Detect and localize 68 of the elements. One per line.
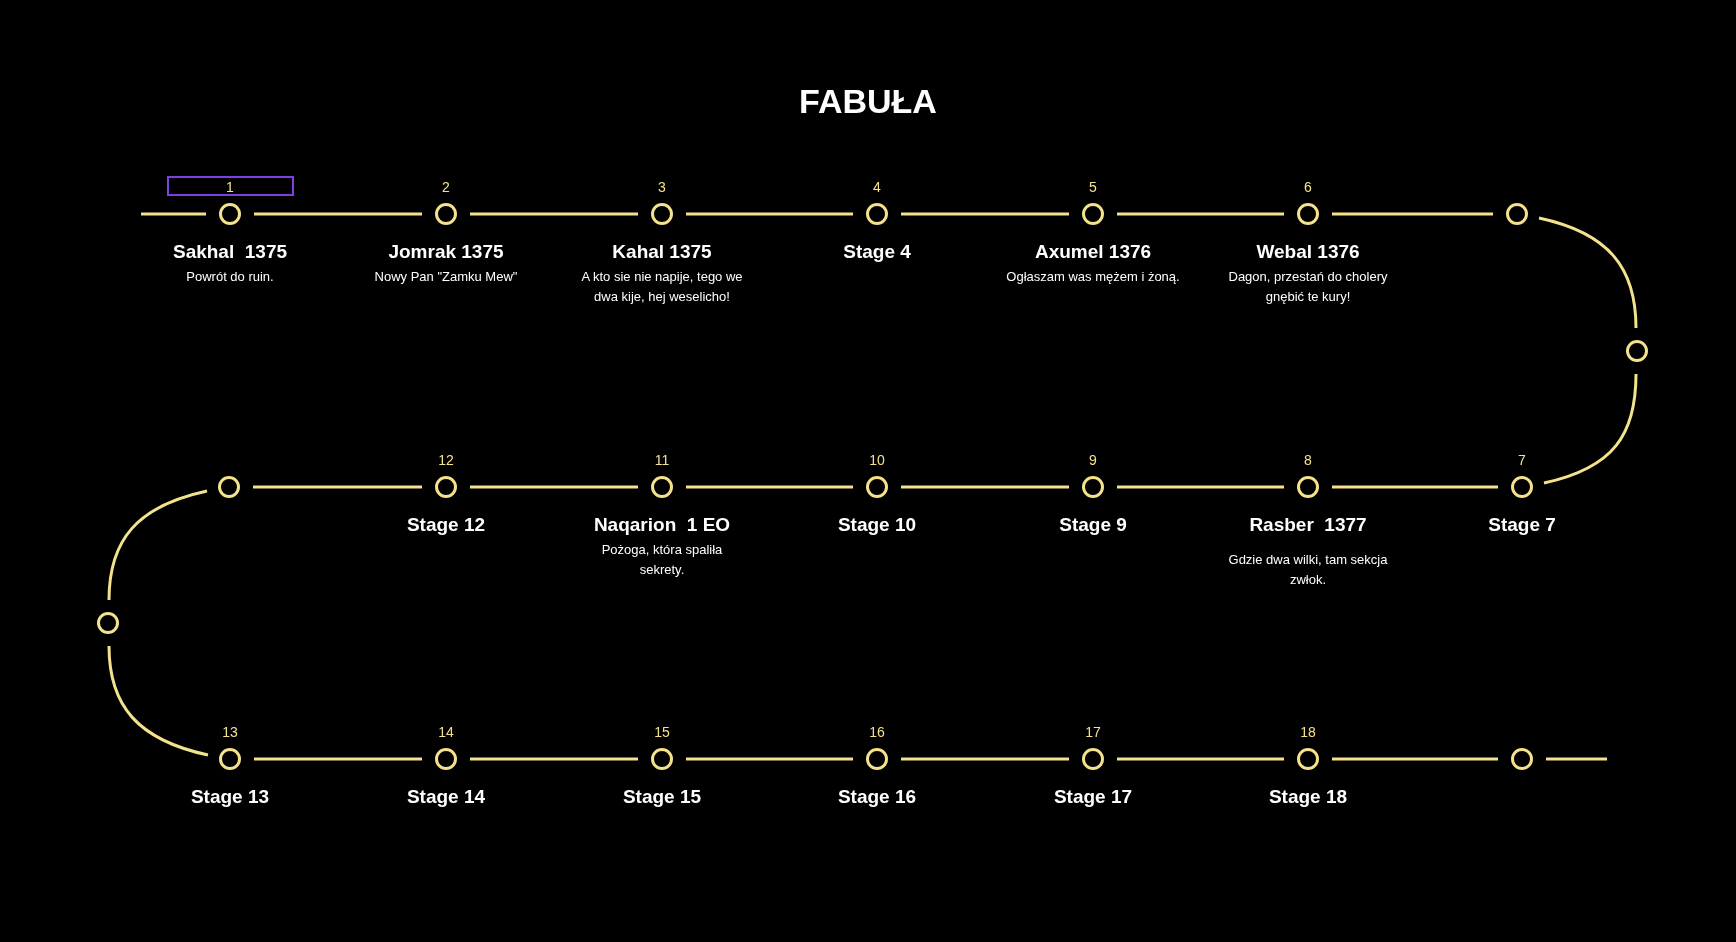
stage-title: Stage 10 bbox=[837, 514, 917, 536]
stage-title: Sakhal 1375 bbox=[172, 241, 288, 263]
connector-line bbox=[1546, 757, 1607, 761]
stage-description: Powrót do ruin. bbox=[185, 268, 275, 286]
stage-number: 6 bbox=[1304, 179, 1312, 195]
connector-line bbox=[470, 212, 638, 216]
stage-title: Webal 1376 bbox=[1256, 241, 1360, 263]
connector-line bbox=[1332, 485, 1498, 489]
stage-title: Axumel 1376 bbox=[1034, 241, 1152, 263]
stage-description: Gdzie dwa wilki, tam sekcja zwłok. bbox=[1227, 551, 1389, 589]
connector-line bbox=[253, 485, 422, 489]
stage-number: 18 bbox=[1300, 724, 1316, 740]
connector-line bbox=[686, 757, 853, 761]
stage-number: 14 bbox=[438, 724, 454, 740]
stage-title: Stage 9 bbox=[1059, 514, 1127, 536]
connector-line bbox=[254, 757, 422, 761]
stage-number: 12 bbox=[438, 452, 454, 468]
stage-description: Dagon, przestań do cholery gnębić te kury! bbox=[1227, 268, 1389, 306]
stage-title: Stage 7 bbox=[1488, 514, 1556, 536]
stage-number: 5 bbox=[1089, 179, 1097, 195]
connector-line bbox=[901, 212, 1069, 216]
connector-line bbox=[141, 212, 206, 216]
stage-number: 15 bbox=[654, 724, 670, 740]
stage-title: Stage 16 bbox=[837, 786, 917, 808]
connector-line bbox=[470, 757, 638, 761]
stage-description: A kto sie nie napije, tego we dwa kije, hej weselicho! bbox=[580, 268, 744, 306]
connector-line bbox=[1332, 757, 1498, 761]
connector-line bbox=[686, 485, 853, 489]
stage-title: Rasber 1377 bbox=[1249, 514, 1367, 536]
stage-number: 3 bbox=[658, 179, 666, 195]
stage-number: 9 bbox=[1089, 452, 1097, 468]
stage-title: Stage 14 bbox=[406, 786, 486, 808]
connector-line bbox=[1538, 216, 1638, 329]
stage-number: 17 bbox=[1085, 724, 1101, 740]
connector-line bbox=[686, 212, 853, 216]
connector-line bbox=[1117, 757, 1284, 761]
stage-title: Stage 15 bbox=[622, 786, 702, 808]
stage-number: 4 bbox=[873, 179, 881, 195]
stage-title: Stage 12 bbox=[406, 514, 486, 536]
connector-line bbox=[1117, 485, 1284, 489]
stage-title: Stage 18 bbox=[1268, 786, 1348, 808]
stage-title: Jomrak 1375 bbox=[388, 241, 504, 263]
stage-title: Stage 4 bbox=[843, 241, 911, 263]
stage-description: Pożoga, która spaliła sekrety. bbox=[600, 541, 724, 579]
diagram-title: FABUŁA bbox=[799, 82, 937, 120]
stage-description: Nowy Pan "Zamku Mew" bbox=[373, 268, 519, 286]
connector-line bbox=[107, 489, 208, 601]
stage-number: 2 bbox=[442, 179, 450, 195]
stage-number: 7 bbox=[1518, 452, 1526, 468]
stage-number: 16 bbox=[869, 724, 885, 740]
stage-number: 13 bbox=[222, 724, 238, 740]
stage-description: Ogłaszam was mężem i żoną. bbox=[1005, 268, 1181, 286]
connector-line bbox=[1117, 212, 1284, 216]
stage-number: 1 bbox=[226, 179, 234, 195]
connector-line bbox=[901, 757, 1069, 761]
connector-line bbox=[1332, 212, 1493, 216]
connector-line bbox=[470, 485, 638, 489]
stage-number: 8 bbox=[1304, 452, 1312, 468]
stage-title: Stage 17 bbox=[1053, 786, 1133, 808]
stage-number: 11 bbox=[654, 452, 670, 468]
stage-title: Stage 13 bbox=[190, 786, 270, 808]
stage-title: Kahal 1375 bbox=[612, 241, 712, 263]
connector-line bbox=[254, 212, 422, 216]
connector-line bbox=[107, 645, 209, 757]
connector-line bbox=[1543, 373, 1638, 485]
connector-line bbox=[901, 485, 1069, 489]
stage-number: 10 bbox=[869, 452, 885, 468]
stage-title: Naqarion 1 EO bbox=[593, 514, 731, 536]
